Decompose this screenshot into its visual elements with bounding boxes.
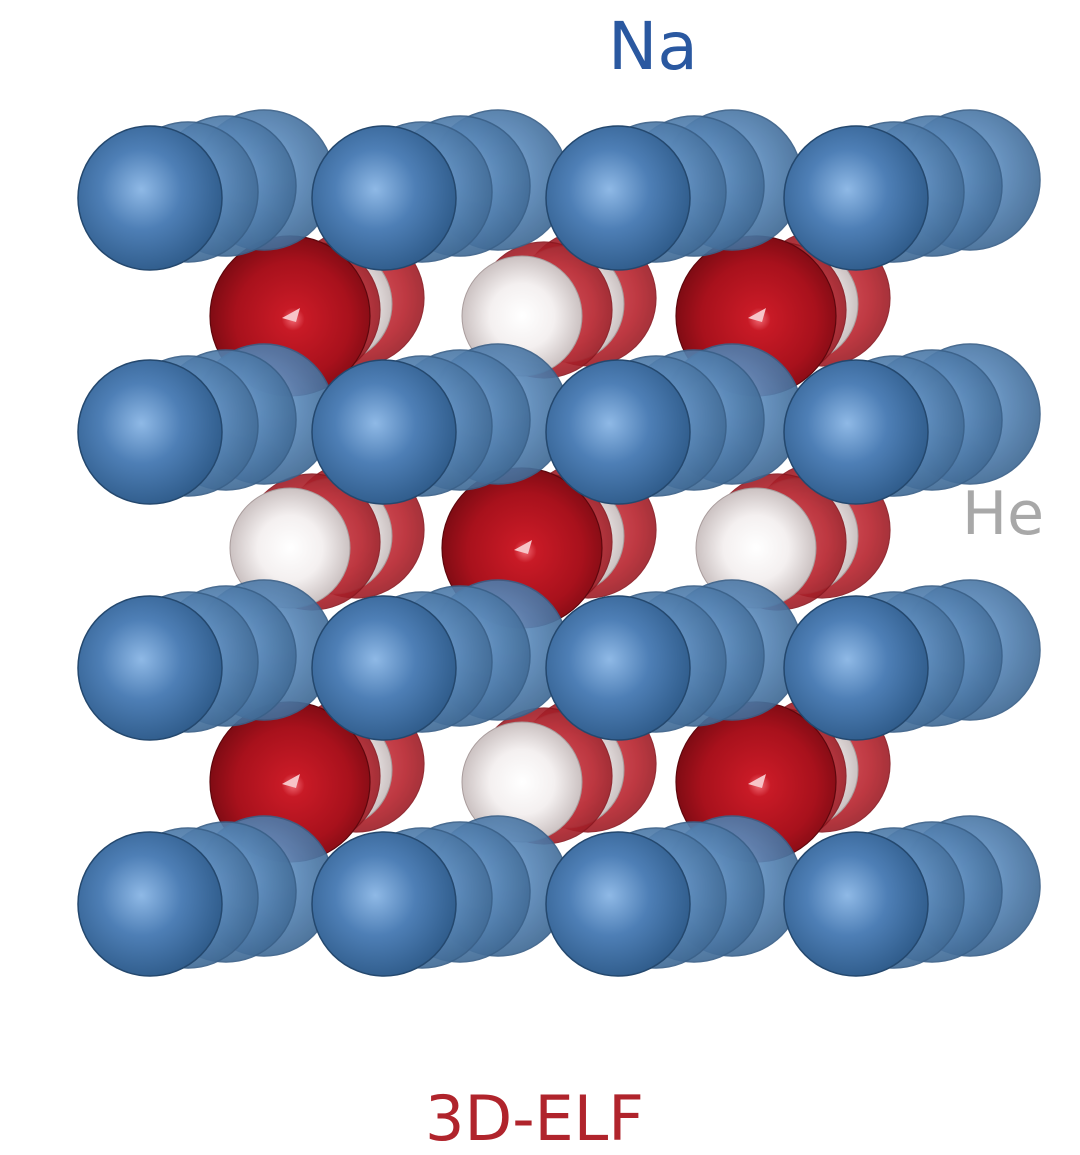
na-atom [77, 359, 223, 505]
na-atom [77, 595, 223, 741]
na-atom [783, 125, 929, 271]
he-label: He [962, 479, 1045, 549]
na-atom [545, 125, 691, 271]
na-label: Na [608, 8, 698, 85]
elf-highlight [748, 308, 766, 322]
atoms-layer [77, 109, 1041, 977]
elf-highlight [514, 540, 532, 554]
na-atom [783, 831, 929, 977]
na-atom [545, 359, 691, 505]
na-atom [545, 595, 691, 741]
na-atom [77, 125, 223, 271]
na-atom [77, 831, 223, 977]
na-atom [545, 831, 691, 977]
elf-highlight [282, 308, 300, 322]
na-atom [783, 595, 929, 741]
elf-highlight [748, 774, 766, 788]
elf-highlight [282, 774, 300, 788]
na-atom [311, 125, 457, 271]
na-atom [311, 359, 457, 505]
elf-label: 3D-ELF [425, 1082, 644, 1155]
na-atom [311, 595, 457, 741]
na-atom [311, 831, 457, 977]
na-atom [783, 359, 929, 505]
